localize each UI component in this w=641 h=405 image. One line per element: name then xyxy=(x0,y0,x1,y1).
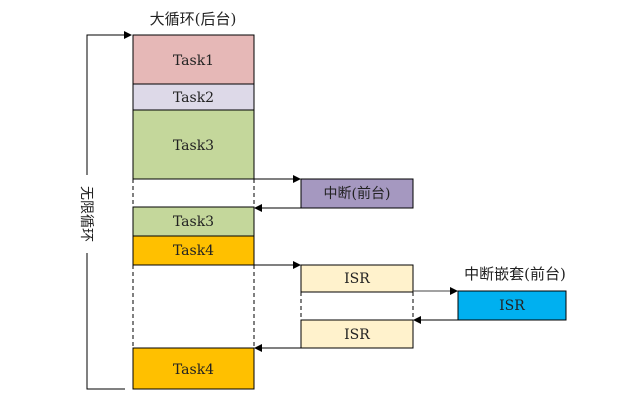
svg-text:ISR: ISR xyxy=(499,298,525,314)
block-task4-resumed: Task4 xyxy=(132,347,255,390)
block-interrupt: 中断(前台) xyxy=(300,178,414,209)
block-nested-isr: ISR xyxy=(457,290,567,321)
block-task4: Task4 xyxy=(132,235,255,266)
block-isr-resumed: ISR xyxy=(300,319,414,349)
block-task2: Task2 xyxy=(132,83,255,111)
svg-text:Task2: Task2 xyxy=(173,90,214,106)
infinite-loop-label: 无限循环 xyxy=(78,186,94,242)
gap-dashed-3 xyxy=(300,292,414,320)
infinite-loop-arrow xyxy=(86,31,132,390)
block-task3-resumed: Task3 xyxy=(132,206,255,237)
svg-text:ISR: ISR xyxy=(344,271,370,287)
gap-dashed-2 xyxy=(132,265,255,348)
block-task3: Task3 xyxy=(132,109,255,180)
svg-text:Task1: Task1 xyxy=(173,53,214,69)
svg-text:ISR: ISR xyxy=(344,327,370,343)
background-loop-title: 大循环(后台) xyxy=(150,10,237,28)
svg-text:中断(前台): 中断(前台) xyxy=(324,185,391,202)
nested-interrupt-title: 中断嵌套(前台) xyxy=(464,265,566,283)
block-task1: Task1 xyxy=(132,34,255,85)
svg-text:Task4: Task4 xyxy=(173,243,214,259)
svg-text:Task4: Task4 xyxy=(173,362,214,378)
gap-dashed-1 xyxy=(132,179,255,207)
svg-text:Task3: Task3 xyxy=(173,214,214,230)
block-isr: ISR xyxy=(300,264,414,293)
svg-text:Task3: Task3 xyxy=(173,138,214,154)
